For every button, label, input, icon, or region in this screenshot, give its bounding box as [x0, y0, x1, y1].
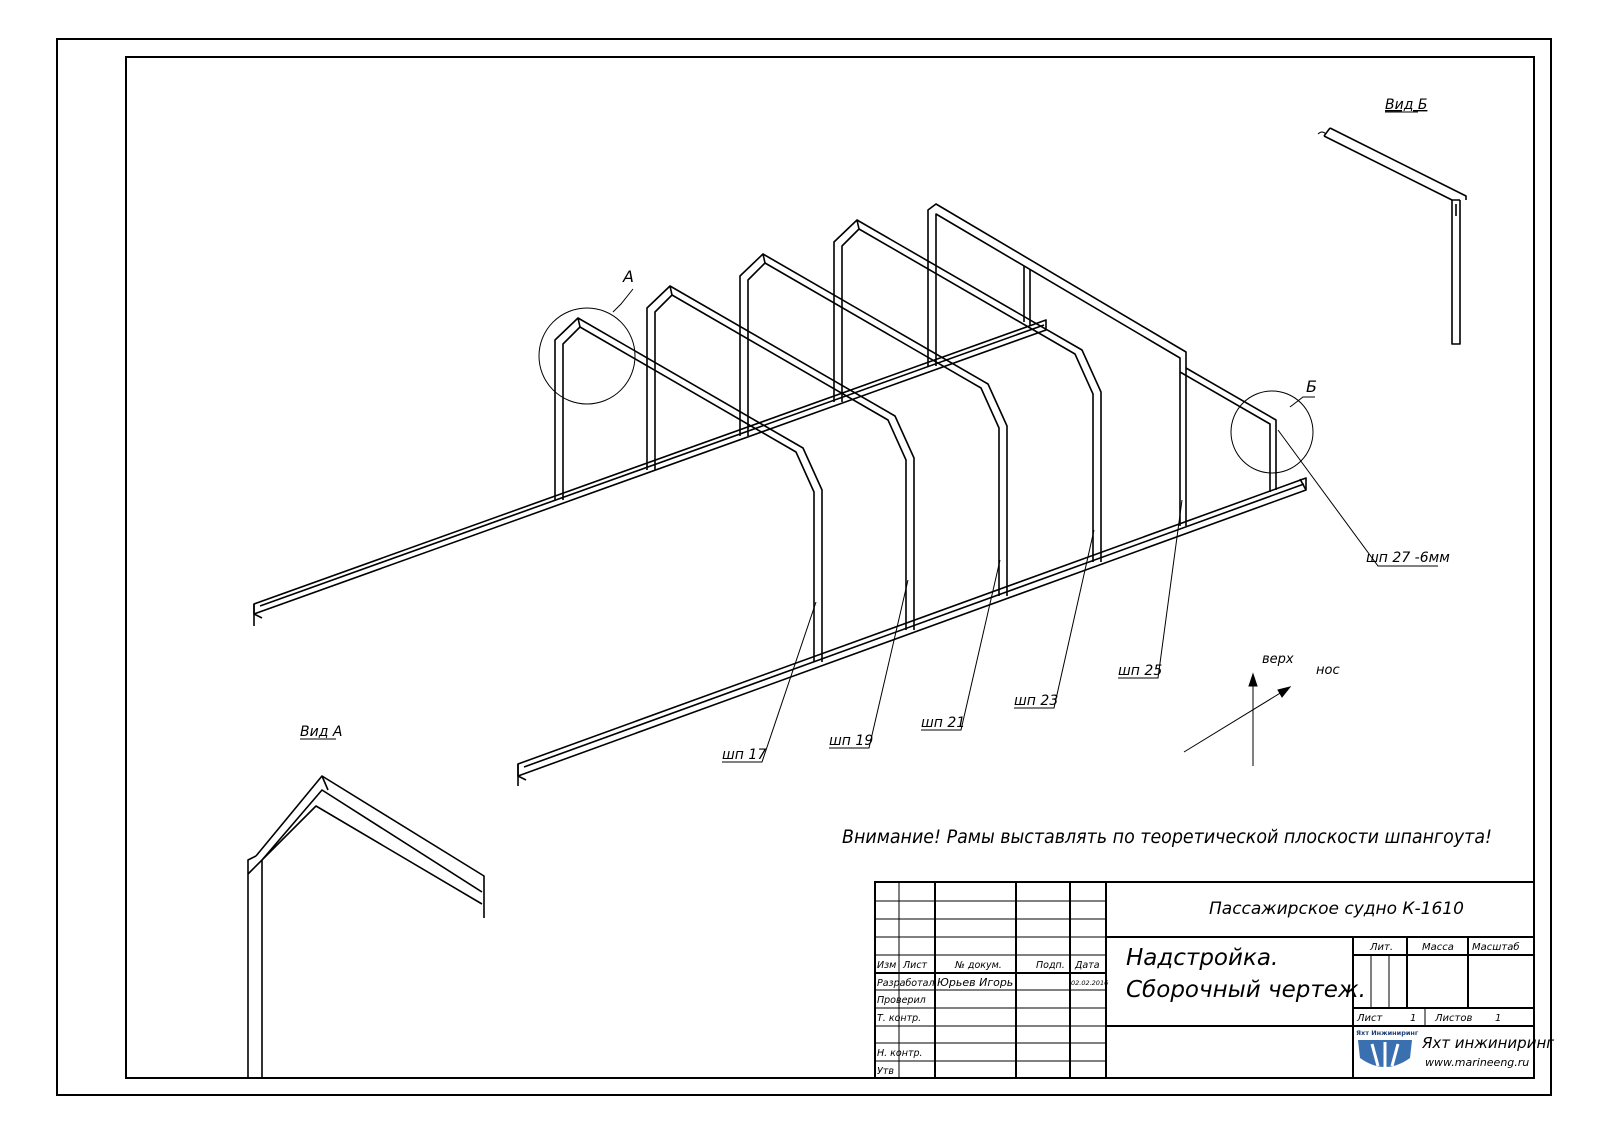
- title-block: [874, 881, 1535, 1079]
- sheets-value: 1: [1495, 1013, 1501, 1024]
- right-longitudinal-beam: [517, 477, 1307, 786]
- callout-label-a: А: [622, 267, 634, 286]
- frame-21: [739, 253, 1008, 596]
- company-name: Яхт инжиниринг: [1421, 1034, 1554, 1052]
- company-site: www.marineeng.ru: [1425, 1056, 1529, 1069]
- callout-label-b: Б: [1306, 377, 1317, 396]
- sheets-label: Листов: [1434, 1013, 1472, 1024]
- view-a: Вид А: [247, 724, 485, 1078]
- title-block-text: Пассажирское судно К-1610 Надстройка. Сб…: [877, 899, 1554, 1077]
- row-role-approved: Утв: [877, 1066, 894, 1077]
- row-role-checked: Проверил: [877, 995, 926, 1006]
- project-title: Пассажирское судно К-1610: [1209, 899, 1464, 919]
- drawing-title-line1: Надстройка.: [1126, 945, 1278, 971]
- frame-23: [833, 219, 1102, 562]
- company-logo: Яхт Инжиниринг: [1356, 1029, 1419, 1070]
- direction-up-label: верх: [1262, 652, 1294, 667]
- inner-frame: [125, 56, 1535, 1079]
- bow-arrow: [1183, 691, 1283, 753]
- col-header-izm: Изм: [877, 960, 896, 971]
- frame-label-17: шп 17: [722, 747, 766, 763]
- row-date-developer: 02.02.2016: [1071, 979, 1108, 987]
- company-logo-text: Яхт Инжиниринг: [1356, 1029, 1419, 1037]
- col-header-doc: № докум.: [954, 960, 1002, 971]
- col-header-sign: Подп.: [1036, 960, 1065, 971]
- lit-header: Лит.: [1369, 942, 1393, 953]
- frame-label-21: шп 21: [921, 715, 965, 731]
- row-role-tcontrol: Т. контр.: [877, 1013, 921, 1024]
- view-a-title: Вид А: [300, 724, 342, 740]
- sheet-value: 1: [1410, 1013, 1416, 1024]
- direction-indicator: [1183, 672, 1292, 766]
- left-longitudinal-beam: [253, 319, 1047, 626]
- row-name-developer: Юрьев Игорь: [937, 976, 1013, 989]
- frame-leaders: [612, 288, 1438, 763]
- assembly-notice: Внимание! Рамы выставлять по теоретическ…: [842, 826, 1492, 848]
- col-header-list: Лист: [902, 960, 928, 971]
- direction-bow-label: нос: [1316, 663, 1340, 678]
- view-b-title: Вид Б: [1385, 97, 1427, 113]
- frame-label-27: шп 27 -6мм: [1366, 550, 1450, 566]
- outer-border: [56, 38, 1552, 1096]
- frame-label-25: шп 25: [1118, 663, 1162, 679]
- drawing-title-line2: Сборочный чертеж.: [1126, 977, 1366, 1003]
- frame-19: [646, 285, 915, 630]
- sheet-label: Лист: [1356, 1013, 1384, 1024]
- row-role-developer: Разработал: [877, 978, 935, 989]
- frame-25: [927, 203, 1187, 526]
- frame-27: [1179, 367, 1277, 492]
- scale-header: Масштаб: [1472, 941, 1520, 953]
- row-role-ncontrol: Н. контр.: [877, 1048, 923, 1059]
- frame-label-19: шп 19: [829, 733, 873, 749]
- frame-label-23: шп 23: [1014, 693, 1058, 709]
- callout-circle-b: [1230, 390, 1314, 474]
- col-header-date: Дата: [1074, 960, 1100, 971]
- callout-circle-a: [538, 307, 636, 405]
- view-b: Вид Б: [1317, 97, 1467, 345]
- isometric-assembly: [253, 203, 1314, 786]
- frame-17: [554, 317, 823, 662]
- mass-header: Масса: [1422, 942, 1454, 953]
